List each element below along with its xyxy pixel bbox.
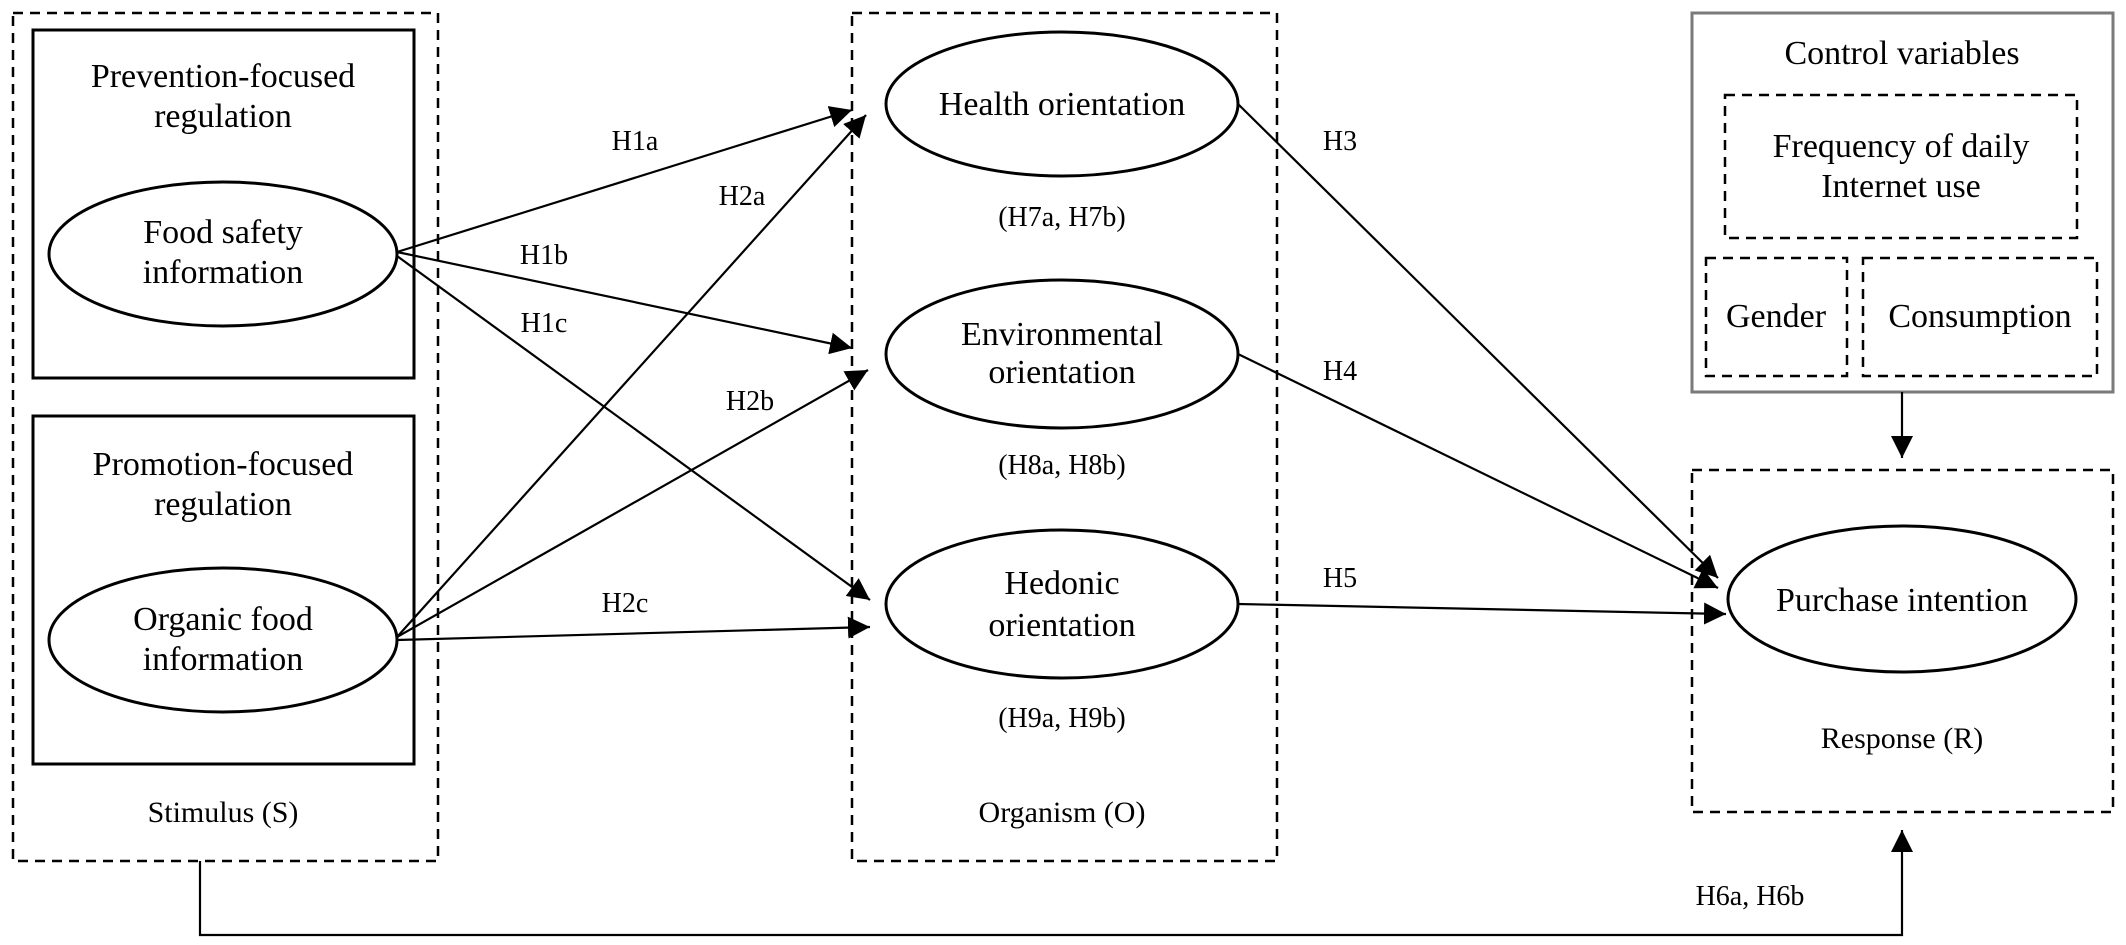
arrow-h4 bbox=[1237, 353, 1719, 589]
label-h1a: H1a bbox=[612, 126, 659, 157]
health-note: (H7a, H7b) bbox=[998, 202, 1126, 233]
arrow-h2c bbox=[396, 616, 871, 642]
food-safety-information-node bbox=[47, 180, 399, 328]
label-h3: H3 bbox=[1323, 126, 1357, 157]
frequency-line2: Internet use bbox=[1821, 168, 1981, 205]
label-h4: H4 bbox=[1323, 356, 1357, 387]
response-label: Response (R) bbox=[1821, 722, 1983, 755]
consumption-label: Consumption bbox=[1888, 298, 2071, 335]
stimulus-label: Stimulus (S) bbox=[148, 796, 299, 829]
label-h2c: H2c bbox=[602, 588, 649, 619]
prevention-focused-box bbox=[31, 28, 416, 380]
organic-food-line1: Organic food bbox=[133, 601, 313, 638]
promotion-focused-box bbox=[31, 414, 416, 766]
environmental-line2: orientation bbox=[988, 354, 1135, 391]
organic-food-line2: information bbox=[143, 641, 304, 678]
purchase-intention-label: Purchase intention bbox=[1776, 582, 2028, 619]
organism-label: Organism (O) bbox=[979, 796, 1146, 829]
food-safety-line1: Food safety bbox=[143, 214, 303, 251]
gender-box bbox=[1704, 256, 1849, 378]
prevention-title-line1: Prevention-focused bbox=[91, 58, 355, 95]
promotion-title-line2: regulation bbox=[154, 486, 292, 523]
arrow-h3 bbox=[1237, 103, 1719, 579]
arrow-h6 bbox=[198, 830, 1913, 937]
label-h2a: H2a bbox=[719, 181, 766, 212]
frequency-internet-use-box bbox=[1723, 93, 2079, 240]
hedonic-line1: Hedonic bbox=[1004, 565, 1119, 602]
arrow-h1b bbox=[396, 250, 853, 355]
hedonic-note: (H9a, H9b) bbox=[998, 703, 1126, 734]
label-h1c: H1c bbox=[521, 308, 568, 339]
environmental-note: (H8a, H8b) bbox=[998, 450, 1126, 481]
label-h2b: H2b bbox=[726, 386, 774, 417]
arrow-h5 bbox=[1237, 602, 1727, 625]
prevention-title-line2: regulation bbox=[154, 98, 292, 135]
promotion-title-line1: Promotion-focused bbox=[93, 446, 354, 483]
organic-food-information-node bbox=[47, 566, 399, 714]
arrow-h2a bbox=[396, 114, 867, 638]
hedonic-line2: orientation bbox=[988, 607, 1135, 644]
arrow-h2b bbox=[396, 369, 869, 638]
organism-group bbox=[850, 11, 1279, 863]
control-variables-title: Control variables bbox=[1784, 35, 2019, 72]
label-h5: H5 bbox=[1323, 563, 1357, 594]
stimulus-group bbox=[11, 11, 440, 863]
hedonic-orientation-node bbox=[884, 528, 1240, 680]
label-h1b: H1b bbox=[520, 240, 568, 271]
arrow-h1c bbox=[396, 255, 871, 601]
environmental-line1: Environmental bbox=[961, 316, 1163, 353]
health-orientation-label: Health orientation bbox=[939, 86, 1185, 123]
food-safety-line2: information bbox=[143, 254, 304, 291]
gender-label: Gender bbox=[1726, 298, 1827, 335]
label-h6: H6a, H6b bbox=[1696, 881, 1805, 912]
purchase-intention-node bbox=[1726, 524, 2078, 674]
arrow-h1a bbox=[396, 106, 853, 254]
response-group bbox=[1690, 468, 2115, 814]
consumption-box bbox=[1861, 256, 2099, 378]
frequency-line1: Frequency of daily bbox=[1773, 128, 2030, 165]
